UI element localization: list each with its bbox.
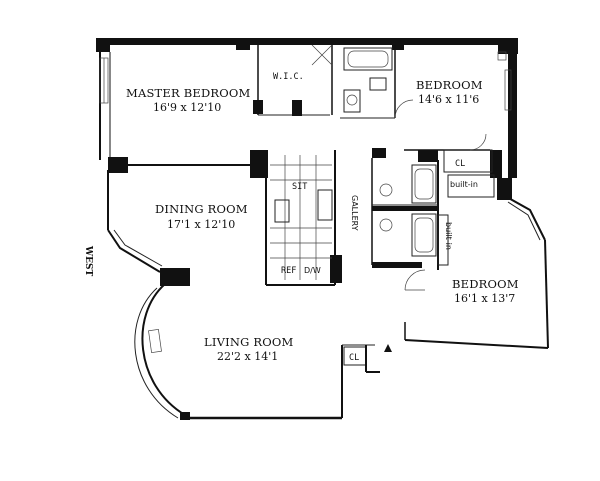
- closet-label-north: CL: [455, 159, 465, 169]
- room-name-living-room: LIVING ROOM: [204, 335, 293, 349]
- refrigerator-label: REF: [281, 266, 296, 276]
- dishwasher-label: D/W: [304, 266, 321, 275]
- room-dims-dining-room: 17'1 x 12'10: [167, 218, 235, 231]
- room-dims-bedroom-north: 14'6 x 11'6: [418, 93, 479, 106]
- room-name-bedroom-east: BEDROOM: [452, 277, 519, 291]
- sink-label: SIT: [292, 182, 307, 192]
- interior-walls: [126, 44, 502, 291]
- closet-label-living: CL: [349, 353, 359, 363]
- room-name-dining-room: DINING ROOM: [155, 202, 248, 216]
- compass-west-label: WEST: [83, 245, 93, 276]
- built-in-label-top: built-in: [450, 180, 478, 189]
- room-living-room: LIVING ROOM 22'2 x 14'1: [204, 335, 293, 363]
- room-name-bedroom-north: BEDROOM: [416, 78, 483, 92]
- kitchen-tiles: [270, 155, 333, 280]
- gallery-label: GALLERY: [350, 195, 359, 231]
- room-name-master-bedroom: MASTER BEDROOM: [126, 86, 251, 100]
- room-dims-living-room: 22'2 x 14'1: [217, 350, 278, 363]
- room-dims-master-bedroom: 16'9 x 12'10: [153, 101, 221, 114]
- room-dining-room: DINING ROOM 17'1 x 12'10: [155, 202, 248, 231]
- wic-label: W.I.C.: [273, 72, 304, 82]
- room-dims-bedroom-east: 16'1 x 13'7: [454, 292, 515, 305]
- room-bedroom-north: BEDROOM 14'6 x 11'6: [416, 78, 483, 106]
- room-master-bedroom: MASTER BEDROOM 16'9 x 12'10: [126, 86, 251, 114]
- room-bedroom-east: BEDROOM 16'1 x 13'7: [452, 277, 519, 305]
- built-in-label-side: built-in: [444, 222, 453, 250]
- windows: [99, 51, 512, 353]
